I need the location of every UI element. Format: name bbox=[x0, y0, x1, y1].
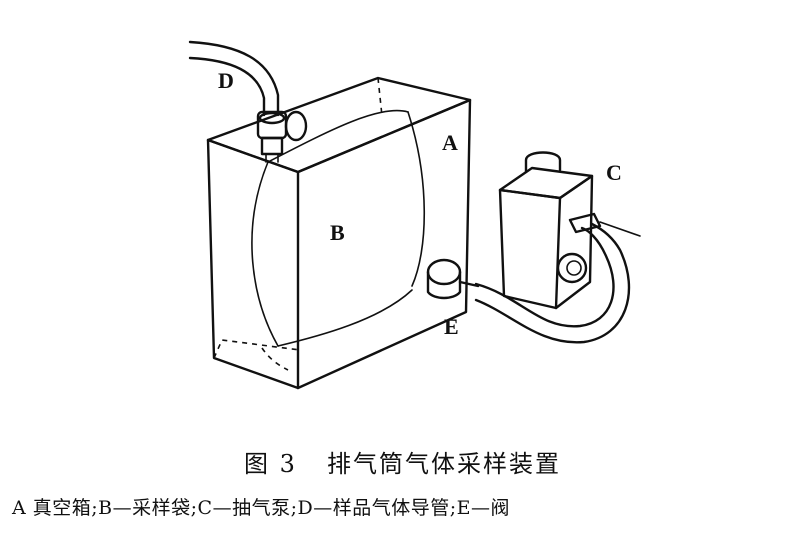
connecting-tube bbox=[474, 222, 631, 344]
label-c: C bbox=[606, 160, 622, 185]
label-e: E bbox=[444, 314, 459, 339]
air-pump-c bbox=[498, 151, 641, 310]
top-fitting bbox=[256, 110, 308, 163]
sample-bag-b bbox=[251, 109, 426, 371]
figure-caption: 图 3 排气筒气体采样装置 bbox=[0, 444, 805, 479]
label-b: B bbox=[330, 220, 345, 245]
caption-title: 排气筒气体采样装置 bbox=[326, 450, 561, 478]
label-a: A bbox=[442, 130, 458, 155]
sample-gas-tube-d bbox=[188, 40, 286, 125]
figure-legend: A 真空箱;B—采样袋;C—抽气泵;D—样品气体导管;E—阀 bbox=[12, 497, 510, 519]
apparatus-diagram: D A B C E bbox=[188, 40, 641, 390]
valve-e bbox=[426, 258, 480, 300]
label-d: D bbox=[218, 68, 234, 93]
caption-number: 图 3 bbox=[244, 450, 297, 478]
